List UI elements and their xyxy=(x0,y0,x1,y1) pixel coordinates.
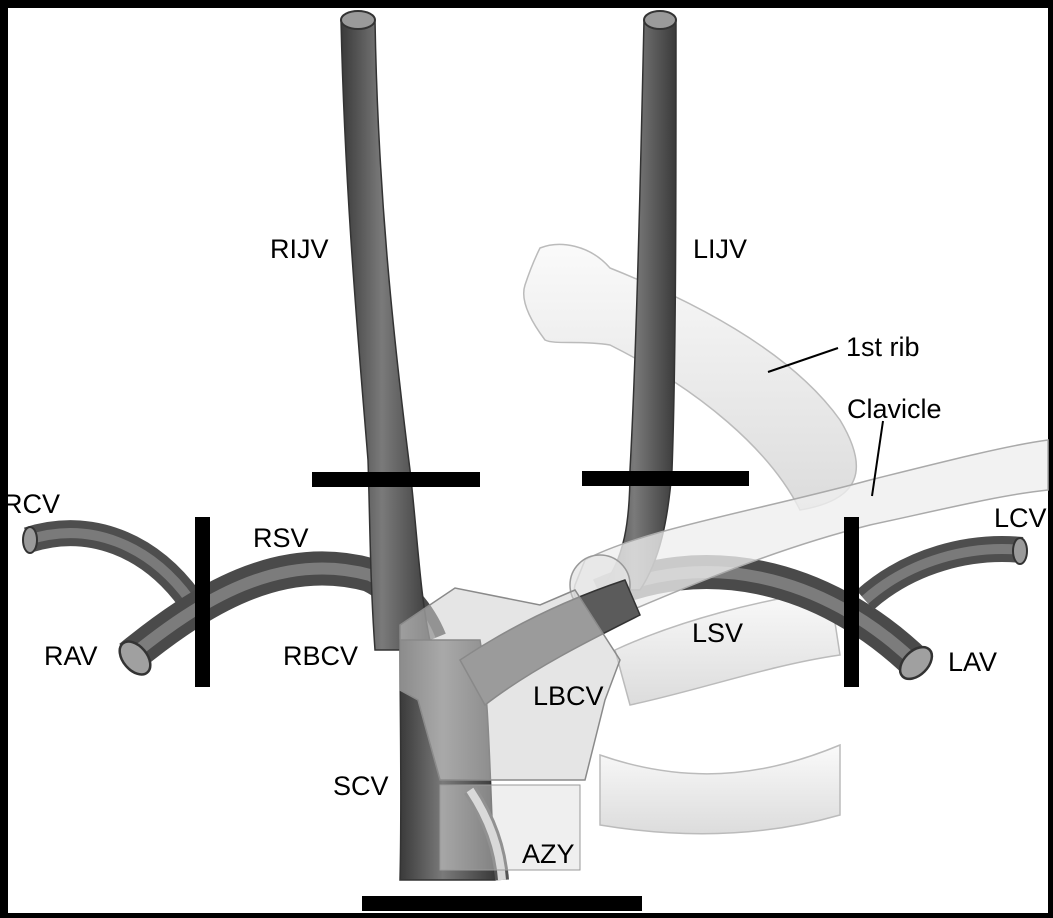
label-lsv: LSV xyxy=(692,618,743,648)
marker-bar-right-ijv xyxy=(312,472,480,487)
marker-bar-left-axillary xyxy=(844,517,859,687)
label-lcv: LCV xyxy=(994,503,1047,533)
label-rav: RAV xyxy=(44,641,98,671)
label-scv: SCV xyxy=(333,771,389,801)
marker-bar-left-ijv xyxy=(582,471,749,486)
label-rcv: RCV xyxy=(3,489,60,519)
label-lijv: LIJV xyxy=(693,234,747,264)
marker-bar-scv xyxy=(362,896,642,911)
label-rsv: RSV xyxy=(253,523,309,553)
label-first-rib: 1st rib xyxy=(846,332,920,362)
label-rbcv: RBCV xyxy=(283,641,358,671)
label-azy: AZY xyxy=(522,839,575,869)
label-rijv: RIJV xyxy=(270,234,329,264)
label-lav: LAV xyxy=(948,647,997,677)
marker-bar-right-axillary xyxy=(195,517,210,687)
label-lbcv: LBCV xyxy=(533,681,604,711)
label-clavicle: Clavicle xyxy=(847,394,942,424)
